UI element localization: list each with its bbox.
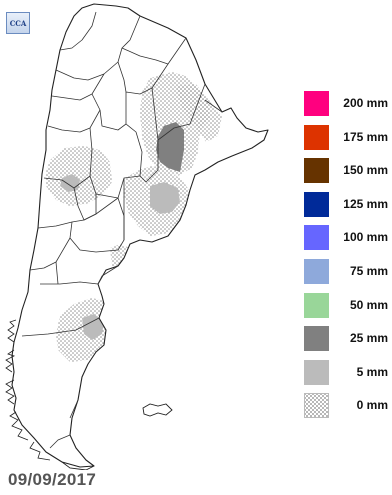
legend-label-125mm: 125 mm [343, 196, 388, 211]
legend-swatch-75mm [304, 258, 329, 284]
legend-swatch-100mm [304, 225, 329, 251]
rain-zone-25mm-litoral [156, 122, 184, 172]
boundary-catamarca-larioja [47, 109, 101, 133]
legend-swatch-0mm [304, 393, 329, 419]
legend-item-25mm: 25 mm [300, 323, 392, 357]
legend-swatch-5mm [304, 359, 329, 385]
boundary-santacruz [69, 399, 79, 419]
legend-item-5mm: 5 mm [300, 357, 392, 391]
country-outline [11, 3, 269, 468]
legend-item-0mm: 0 mm [300, 390, 392, 424]
boundary-neuquen [29, 237, 71, 271]
boundary-chaco [117, 61, 169, 95]
precipitation-map [5, 3, 269, 470]
rainfall-zones [46, 72, 222, 362]
legend-item-150mm: 150 mm [300, 155, 392, 189]
legend-label-200mm: 200 mm [343, 96, 388, 110]
province-boundaries [21, 11, 223, 449]
legend-label-50mm: 50 mm [349, 297, 388, 312]
boundary-santiago [91, 92, 127, 131]
legend-swatch-125mm [304, 191, 329, 217]
rain-zone-mesopotamia [176, 84, 222, 142]
legend-label-25mm: 25 mm [349, 331, 388, 346]
legend-swatch-200mm [304, 91, 329, 116]
legend-swatch-150mm [304, 158, 329, 184]
island-group [142, 403, 173, 417]
boundary-mendoza-south [37, 219, 85, 229]
legend-swatch-50mm [304, 292, 329, 318]
boundary-formosa [121, 37, 187, 65]
legend-swatch-175mm [304, 124, 329, 150]
legend-item-100mm: 100 mm [300, 222, 392, 256]
island-tip [61, 461, 95, 470]
legend-label-100mm: 100 mm [343, 230, 388, 245]
boundary-tucuman-catamarca [51, 73, 105, 101]
boundary-mainland-south [49, 434, 71, 449]
legend-swatch-25mm [304, 326, 329, 352]
boundary-chubut [21, 317, 100, 337]
legend-label-175mm: 175 mm [343, 129, 388, 144]
boundary-sanjuan-mendoza [43, 175, 91, 189]
legend-label-150mm: 150 mm [343, 163, 388, 178]
legend-item-200mm: 200 mm [300, 88, 392, 122]
rain-zone-cuyo [46, 146, 112, 206]
legend-label-75mm: 75 mm [349, 263, 388, 278]
boundary-lapampa [69, 197, 125, 253]
boundary-rionegro [40, 265, 119, 285]
legend-item-125mm: 125 mm [300, 189, 392, 223]
boundary-jujuy-salta [59, 11, 97, 51]
map-date: 09/09/2017 [8, 470, 97, 489]
legend-label-5mm: 5 mm [356, 364, 388, 379]
legend-item-75mm: 75 mm [300, 256, 392, 290]
boundary-neuquen-rionegro [55, 261, 59, 285]
boundary-misiones [204, 99, 223, 113]
boundary-santafe [125, 87, 159, 183]
legend: 200 mm 175 mm 150 mm 125 mm 100 mm 75 mm… [300, 88, 392, 424]
coastal-fjords [5, 319, 51, 461]
legend-label-0mm: 0 mm [356, 398, 388, 413]
rain-zone-5mm-patagonia [82, 314, 104, 340]
rain-zone-5mm-pampa [150, 182, 180, 214]
legend-item-175mm: 175 mm [300, 122, 392, 156]
cca-logo: CCA [6, 12, 30, 34]
boundary-salta-south [55, 15, 141, 81]
legend-item-50mm: 50 mm [300, 290, 392, 324]
logo-text: CCA [9, 18, 27, 28]
boundary-entrerios-corrientes [157, 83, 206, 141]
